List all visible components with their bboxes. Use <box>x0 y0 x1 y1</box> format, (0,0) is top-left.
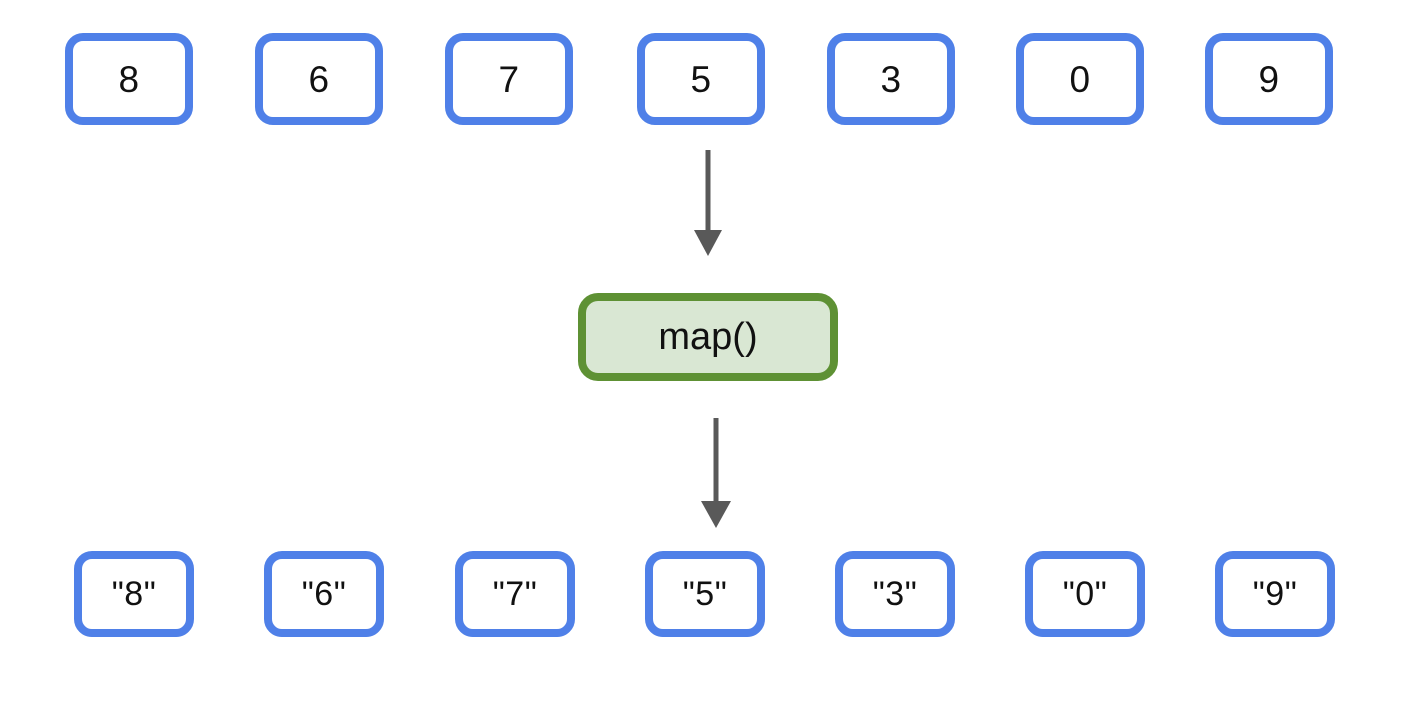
output-node[interactable]: "3" <box>835 551 955 637</box>
output-node-label: "7" <box>492 575 538 613</box>
input-node-label: 0 <box>1069 58 1091 100</box>
output-node-label: "0" <box>1062 575 1108 613</box>
input-node-label: 5 <box>690 58 712 100</box>
input-node-label: 6 <box>308 58 330 100</box>
input-node-label: 9 <box>1258 58 1280 100</box>
input-node[interactable]: 3 <box>827 33 955 125</box>
output-node-label: "3" <box>872 575 918 613</box>
output-node[interactable]: "7" <box>455 551 575 637</box>
input-node[interactable]: 0 <box>1016 33 1144 125</box>
input-node[interactable]: 6 <box>255 33 383 125</box>
input-node-label: 8 <box>118 58 140 100</box>
input-node[interactable]: 7 <box>445 33 573 125</box>
input-node[interactable]: 5 <box>637 33 765 125</box>
output-node-label: "6" <box>301 575 347 613</box>
output-node[interactable]: "5" <box>645 551 765 637</box>
transform-map-label: map() <box>658 316 758 358</box>
output-node[interactable]: "9" <box>1215 551 1335 637</box>
input-node[interactable]: 8 <box>65 33 193 125</box>
output-node-label: "8" <box>111 575 157 613</box>
output-node[interactable]: "0" <box>1025 551 1145 637</box>
transform-map-box[interactable]: map() <box>578 293 838 381</box>
output-node[interactable]: "6" <box>264 551 384 637</box>
arrow-input-to-transform-icon <box>694 150 722 256</box>
arrow-transform-to-output-icon <box>701 418 731 528</box>
output-node[interactable]: "8" <box>74 551 194 637</box>
input-node-label: 7 <box>498 58 520 100</box>
input-node-label: 3 <box>880 58 902 100</box>
output-node-label: "5" <box>682 575 728 613</box>
output-node-label: "9" <box>1252 575 1298 613</box>
input-node[interactable]: 9 <box>1205 33 1333 125</box>
